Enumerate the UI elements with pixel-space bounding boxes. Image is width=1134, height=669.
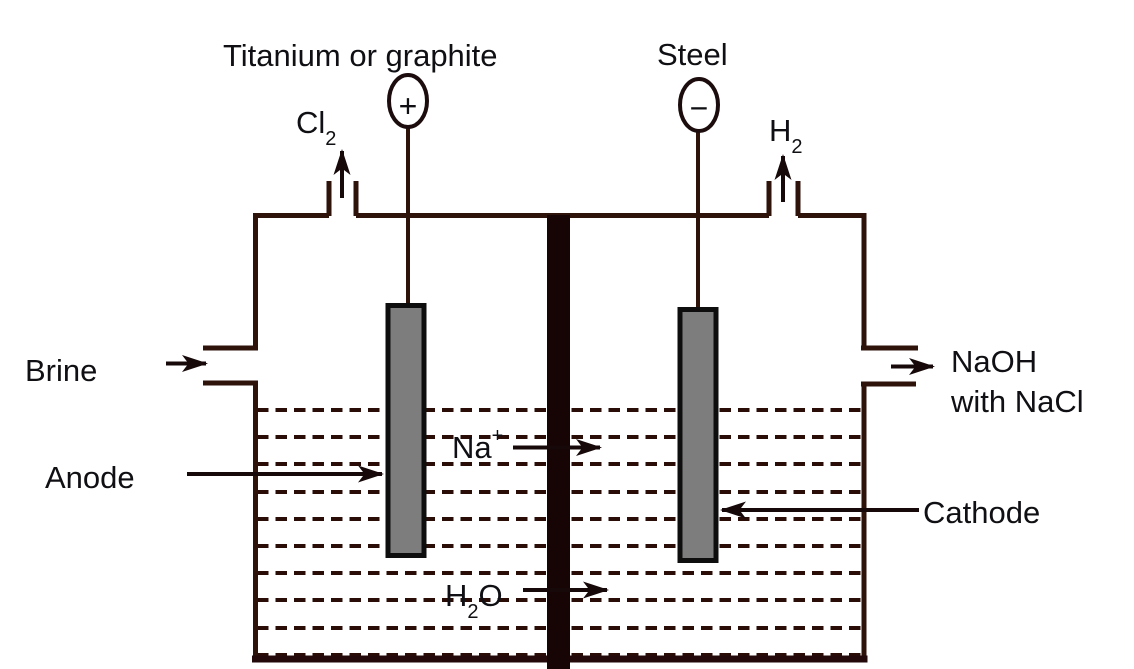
- chlorine-base: Cl: [296, 105, 325, 140]
- hydrogen-vent: [766, 181, 801, 216]
- chlorine-subscript: 2: [325, 128, 336, 150]
- water-subscript: 2: [467, 601, 478, 623]
- cathode-material-label: Steel: [657, 37, 728, 72]
- minus-sign: −: [690, 90, 709, 126]
- outlet-product-label-line1: NaOH: [951, 344, 1037, 379]
- anode-electrode: [385, 303, 427, 558]
- plus-sign: +: [399, 88, 418, 124]
- diaphragm-divider: [547, 215, 570, 669]
- sodium-superscript: +: [492, 425, 504, 447]
- anode-label: Anode: [45, 460, 135, 495]
- water-label: H2O: [445, 578, 503, 623]
- hydrogen-gas-label: H2: [769, 113, 803, 158]
- chlorine-gas-label: Cl2: [296, 105, 336, 150]
- cathode-electrode: [677, 307, 719, 563]
- outlet-product-label-line2: with NaCl: [950, 384, 1084, 419]
- chlorine-vent: [326, 181, 359, 216]
- positive-terminal-icon: [387, 73, 429, 129]
- sodium-base: Na: [452, 430, 492, 465]
- cathode-label: Cathode: [923, 495, 1040, 530]
- product-outlet-pipe: [861, 345, 918, 387]
- hydrogen-base: H: [769, 113, 791, 148]
- brine-inlet-pipe: [203, 345, 258, 386]
- negative-terminal-icon: [678, 77, 720, 133]
- anode-material-label: Titanium or graphite: [223, 38, 498, 73]
- hydrogen-subscript: 2: [791, 136, 802, 158]
- water-h: H: [445, 578, 467, 613]
- brine-label: Brine: [25, 353, 97, 388]
- water-o: O: [479, 578, 503, 613]
- sodium-ion-label: Na+: [452, 425, 503, 465]
